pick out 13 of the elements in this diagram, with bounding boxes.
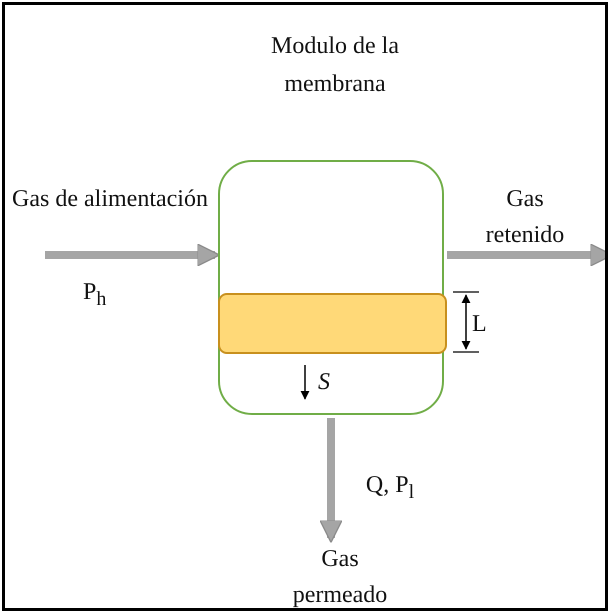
edge-label: Gas retenido — [484, 185, 566, 250]
diagram-title: Modulo de la membrana — [270, 32, 400, 99]
membrane-band — [218, 293, 447, 354]
edge-label: Gas de alimentación — [11, 185, 209, 214]
module-box — [218, 160, 444, 415]
block-arrow — [319, 418, 343, 544]
edge-label: Q, P$_{l}$ — [364, 471, 416, 505]
block-arrow — [447, 243, 605, 267]
outlet-text: Gas permeado — [275, 541, 405, 613]
dimension-label: L — [472, 310, 487, 339]
block-arrow — [45, 243, 220, 267]
vector-label: S⃗ — [318, 368, 349, 397]
pressure-label: P$_{h}$ — [83, 278, 106, 312]
